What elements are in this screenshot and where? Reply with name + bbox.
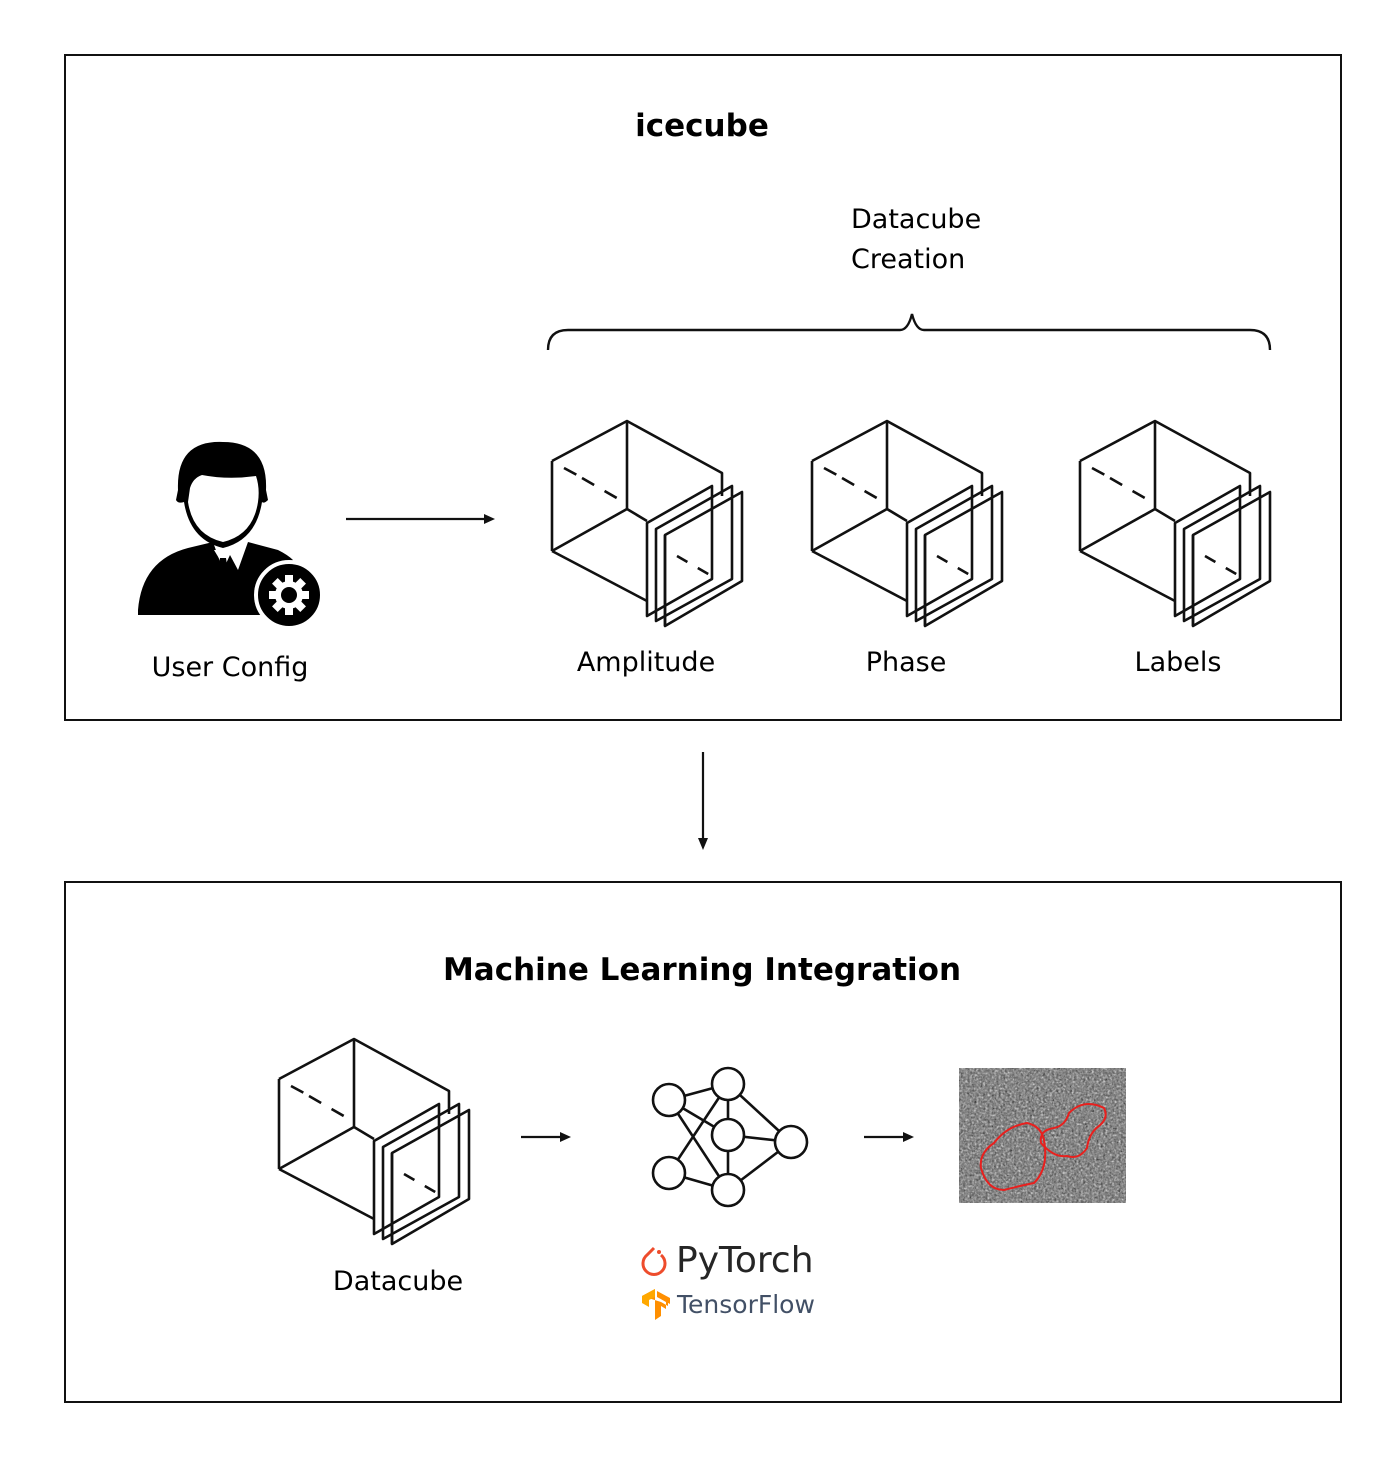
datacube-creation-label-line1: Datacube [851, 204, 982, 235]
sar-segmentation-image [959, 1068, 1126, 1203]
pytorch-flame-icon [641, 1246, 667, 1276]
datacube-label: Datacube [332, 1266, 464, 1297]
amplitude-label: Amplitude [576, 647, 716, 678]
phase-label: Phase [865, 647, 947, 678]
ml-integration-title: Machine Learning Integration [442, 952, 962, 988]
tensorflow-label: TensorFlow [677, 1290, 815, 1319]
neural-network-icon [651, 1066, 809, 1208]
tensorflow-logo-icon [642, 1289, 670, 1320]
pytorch-label: PyTorch [676, 1240, 814, 1281]
user-gear-icon [138, 441, 324, 630]
icecube-title: icecube [635, 108, 769, 144]
datacube-creation-label-line2: Creation [851, 244, 966, 275]
ml-integration-panel [64, 881, 1342, 1403]
user-config-label: User Config [151, 652, 309, 683]
labels-label: Labels [1134, 647, 1222, 678]
